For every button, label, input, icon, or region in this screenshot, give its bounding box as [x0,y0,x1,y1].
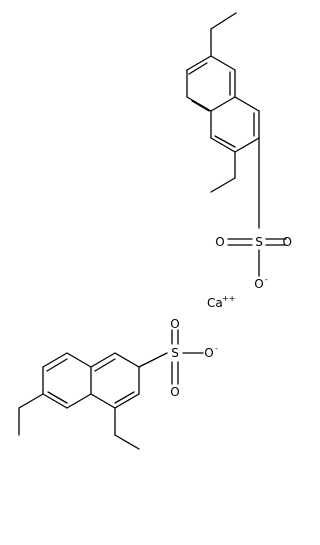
m1-sulfur-atom: S [255,235,263,249]
m2-oxygen-atom-top: O [170,317,179,331]
m1-ring-double-bond [214,135,236,148]
molecule-2: S O O O - [18,317,218,450]
m2-oxygen-atom-bottom: O [170,385,179,399]
m2-ring-double-bond [114,391,135,404]
m1-ring-bond [186,55,212,71]
m1-ethyl-ch3-bond [210,177,236,193]
m1-oxygen-atom-right: O [283,235,292,249]
m2-ring-bond [90,393,116,409]
m1-ring-bond [186,96,212,112]
m2-oxygen-anion: O [204,346,213,360]
calcium-ion: Ca ++ [207,294,235,310]
m2-ethyl-ch2-bond [18,393,44,409]
m1-ring-bond [210,137,236,153]
m1-oxygen-atom-left: O [215,235,224,249]
calcium-charge: ++ [222,294,235,303]
m2-ring-bond [42,393,68,409]
m1-ethyl-ch3-bond [210,12,237,30]
m1-ring-bond [234,137,260,153]
m1-ring-bond [234,96,260,112]
m2-ring-double-bond [46,358,68,372]
m1-ring-bond [210,55,236,71]
m2-ethyl-ch3-bond [114,434,140,450]
m2-ring-bond [66,352,92,368]
m1-ring-double-bond [191,100,210,112]
m2-ring-bond [90,352,116,368]
m1-ring-fusion-bond [210,96,236,112]
m1-ring-double-bond [188,62,208,75]
m2-ring-bond [114,352,140,368]
m2-anion-charge: - [215,344,218,353]
m2-c-s-bond [138,352,168,368]
m2-sulfur-atom: S [171,346,179,360]
m2-ring-bond [114,393,140,409]
structure-diagram: S O O O - Ca ++ [18,12,292,450]
m2-ring-double-bond [47,391,68,404]
calcium-symbol: Ca [207,296,223,310]
m1-oxygen-anion: O [254,277,263,291]
m2-ring-bond [66,393,92,409]
m2-ring-bond [42,352,68,368]
m2-ring-double-bond [94,358,116,372]
m1-anion-charge: - [265,275,268,284]
molecule-1: S O O O - [186,12,292,291]
